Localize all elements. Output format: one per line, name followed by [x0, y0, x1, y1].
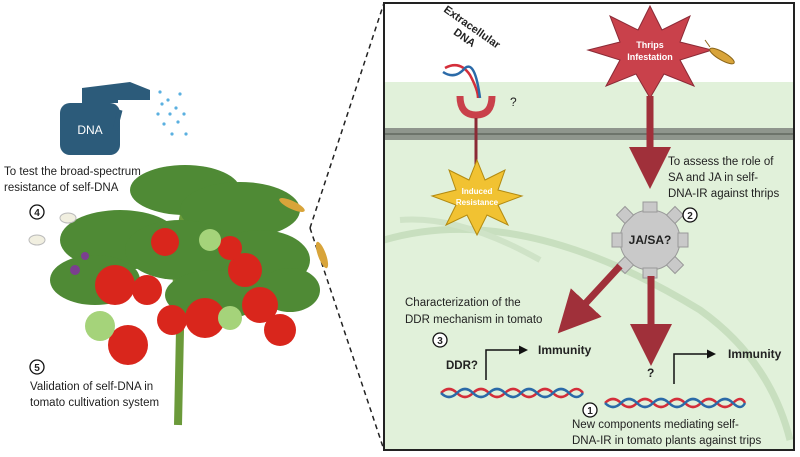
dna-helix-left — [440, 387, 584, 399]
svg-text:5: 5 — [34, 363, 40, 374]
components-text: New components mediating self- DNA-IR in… — [572, 419, 761, 447]
zoom-line-top — [309, 2, 385, 229]
validation-text: Validation of self-DNA in tomato cultiva… — [30, 381, 159, 409]
step-4-badge — [29, 204, 45, 220]
receptor-icon — [456, 95, 496, 119]
promoter-arrow-left — [485, 345, 528, 380]
tomato-plant-illustration — [28, 165, 329, 426]
svg-text:4: 4 — [34, 208, 40, 219]
arrow-gear-to-ddr — [557, 263, 623, 334]
broad-spectrum-text: To test the broad-spectrum resistance of… — [4, 166, 144, 194]
ddr-label: DDR? — [446, 360, 478, 372]
step-2-badge — [682, 207, 698, 223]
immunity-right: Immunity — [728, 347, 782, 361]
promoter-arrow-right — [673, 349, 716, 384]
induced-resistance-label: Induced — [462, 187, 493, 196]
spray-bottle-icon — [60, 82, 188, 155]
receptor-question: ? — [510, 95, 517, 109]
gear-icon — [611, 201, 689, 279]
thrips-label: Infestation — [627, 52, 673, 62]
cell-panel — [383, 2, 795, 451]
thrips-insect-icon — [704, 39, 735, 65]
unknown-question: ? — [647, 366, 654, 380]
organelle-outline — [383, 225, 794, 441]
zoom-line-bottom — [309, 227, 385, 451]
step-5-badge — [29, 359, 45, 375]
spray-bottle-label: DNA — [77, 123, 102, 137]
immunity-left: Immunity — [538, 343, 592, 357]
svg-text:1: 1 — [587, 406, 593, 417]
dna-fragment-icon — [442, 63, 482, 99]
thrips-label: Thrips — [636, 40, 664, 50]
step-1-badge — [582, 402, 598, 418]
ddr-text: Characterization of the DDR mechanism in… — [405, 297, 542, 326]
svg-text:3: 3 — [437, 336, 443, 347]
dna-helix-right — [604, 397, 747, 409]
step-3-badge — [432, 332, 448, 348]
svg-text:2: 2 — [687, 211, 693, 222]
induced-resistance-star — [430, 158, 524, 237]
assess-text: To assess the role of SA and JA in self-… — [668, 156, 779, 200]
gear-label: JA/SA? — [629, 233, 672, 247]
induced-resistance-label: Resistance — [456, 198, 499, 207]
